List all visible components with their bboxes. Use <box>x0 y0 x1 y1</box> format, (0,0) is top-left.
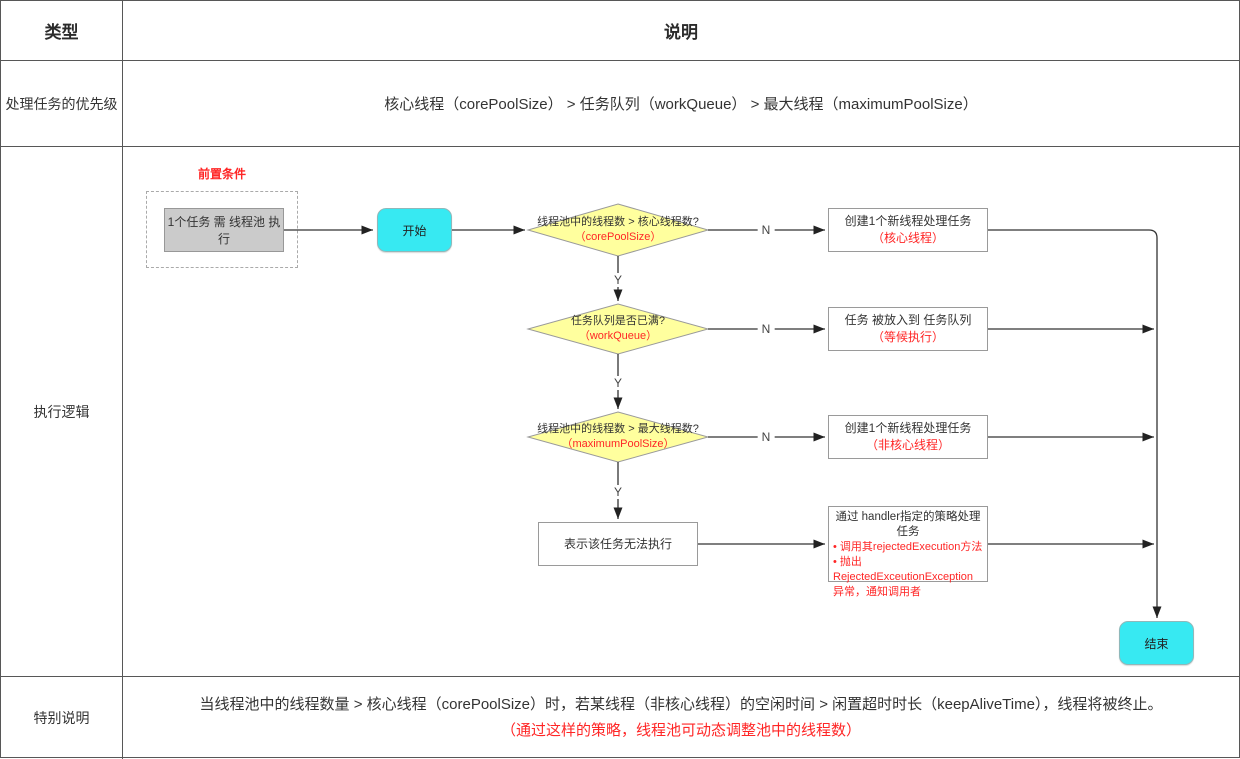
process-enqueue-task-text: 任务 被放入到 任务队列 <box>844 313 972 327</box>
priority-row-content-cell: 核心线程（corePoolSize） > 任务队列（workQueue） > 最… <box>123 61 1239 147</box>
special-row-label: 特别说明 <box>33 710 90 726</box>
logic-row-label: 执行逻辑 <box>33 403 90 420</box>
special-row-content-cell: 当线程池中的线程数量 > 核心线程（corePoolSize）时，若某线程（非核… <box>123 677 1239 759</box>
decision-core-pool-param: （corePoolSize） <box>574 231 662 243</box>
process-create-noncore-thread-text: 创建1个新线程处理任务 <box>844 421 972 435</box>
process-create-noncore-thread-note: （非核心线程） <box>865 438 950 452</box>
process-handler-policy: 通过 handler指定的策略处理任务 • 调用其rejectedExecuti… <box>828 506 988 598</box>
logic-row-label-cell: 执行逻辑 <box>1 147 123 677</box>
handler-bullet-exception: • 抛出RejectedExceutionException异常，通知调用者 <box>833 556 974 598</box>
handler-bullet-rejected-execution: • 调用其rejectedExecution方法 <box>833 541 983 553</box>
decision-max-pool: 线程池中的线程数 > 最大线程数? （maximumPoolSize） <box>528 412 708 462</box>
decision-core-pool: 线程池中的线程数 > 核心线程数? （corePoolSize） <box>528 204 708 256</box>
priority-row-label-cell: 处理任务的优先级 <box>1 61 123 147</box>
branch-label-y1: Y <box>609 273 627 287</box>
decision-work-queue-param: （workQueue） <box>578 330 658 342</box>
header-type-label: 类型 <box>44 23 79 42</box>
decision-core-pool-question: 线程池中的线程数 > 核心线程数? <box>537 216 699 228</box>
task-node: 1个任务 需 线程池 执行 <box>164 208 284 252</box>
handler-title: 通过 handler指定的策略处理任务 <box>835 511 981 538</box>
priority-row-content: 核心线程（corePoolSize） > 任务队列（workQueue） > 最… <box>384 96 978 113</box>
branch-label-n2: N <box>757 322 775 336</box>
decision-max-pool-question: 线程池中的线程数 > 最大线程数? <box>537 423 699 435</box>
decision-work-queue: 任务队列是否已满? （workQueue） <box>528 304 708 354</box>
branch-label-n3: N <box>757 430 775 444</box>
branch-label-y2: Y <box>609 376 627 390</box>
header-desc-cell: 说明 <box>123 1 1239 61</box>
process-create-core-thread: 创建1个新线程处理任务 （核心线程） <box>828 208 988 252</box>
flowchart-canvas: 前置条件 1个任务 需 线程池 执行 开始 线程池中的线程数 > 核心线程数? … <box>123 147 1239 677</box>
process-create-core-thread-note: （核心线程） <box>871 231 944 245</box>
priority-row-label: 处理任务的优先级 <box>5 95 118 112</box>
decision-max-pool-param: （maximumPoolSize） <box>561 438 675 450</box>
branch-label-y3: Y <box>609 485 627 499</box>
process-task-rejected: 表示该任务无法执行 <box>538 522 698 566</box>
special-note-line2: （通过这样的策略，线程池可动态调整池中的线程数） <box>500 722 861 739</box>
process-enqueue-task-note: （等候执行） <box>871 330 944 344</box>
special-row-label-cell: 特别说明 <box>1 677 123 759</box>
special-note-line1: 当线程池中的线程数量 > 核心线程（corePoolSize）时，若某线程（非核… <box>199 696 1163 713</box>
start-node: 开始 <box>377 208 452 252</box>
process-create-core-thread-text: 创建1个新线程处理任务 <box>844 214 972 228</box>
precondition-group-frame <box>146 191 298 268</box>
process-enqueue-task: 任务 被放入到 任务队列 （等候执行） <box>828 307 988 351</box>
branch-label-n1: N <box>757 223 775 237</box>
header-desc-label: 说明 <box>664 23 698 42</box>
precondition-label: 前置条件 <box>197 167 246 181</box>
end-node: 结束 <box>1119 621 1194 665</box>
header-type-cell: 类型 <box>1 1 123 61</box>
process-create-noncore-thread: 创建1个新线程处理任务 （非核心线程） <box>828 415 988 459</box>
decision-work-queue-question: 任务队列是否已满? <box>570 315 666 327</box>
